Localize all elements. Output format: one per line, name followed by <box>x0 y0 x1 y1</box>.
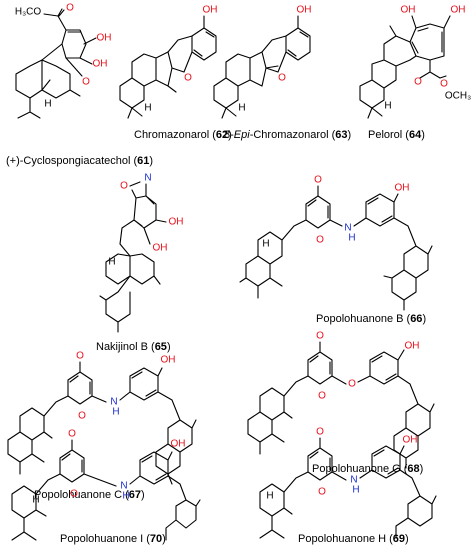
oh-label: OH <box>93 59 108 70</box>
nh-h: H <box>122 491 129 502</box>
quinone-o: O <box>316 235 324 246</box>
quinone-o: O <box>78 411 86 422</box>
nh-label: N <box>350 475 357 486</box>
h-label: H <box>44 99 51 110</box>
quinone-o: O <box>316 427 324 438</box>
n-label: N <box>144 173 151 184</box>
oh-label: OH <box>403 435 418 446</box>
structure-62: OH O H <box>119 5 218 119</box>
oh-label: OH <box>171 439 186 450</box>
quinone-o: O <box>76 351 84 362</box>
h-label: H <box>144 103 151 114</box>
oh-label: OH <box>451 5 466 16</box>
quinone-o: O <box>318 391 326 402</box>
ring-o: O <box>82 77 90 88</box>
caption-62: Chromazonarol (62) <box>134 129 232 141</box>
structure-63: OH O H <box>213 5 312 119</box>
ring-o: O <box>278 73 286 84</box>
structure-64: OH OH O O OCH₃ H <box>359 5 471 119</box>
structure-66: O O N H OH H <box>239 175 433 311</box>
structure-69: O O N H OH H <box>259 427 437 539</box>
oh-label: OH <box>169 217 184 228</box>
structure-67: O O N H OH <box>7 351 197 485</box>
quinone-o: O <box>314 175 322 186</box>
oh-label: OH <box>297 5 312 16</box>
caption-67: Popolohuanone C (67) <box>34 489 145 501</box>
h-label: H <box>266 491 273 502</box>
quinone-o: O <box>318 487 326 498</box>
nh-h: H <box>348 233 355 244</box>
h-label: H <box>108 257 115 268</box>
caption-66: Popolohuanone B (66) <box>316 313 426 325</box>
ring-o: O <box>120 181 128 192</box>
nh-h: H <box>112 407 119 418</box>
ester-label: H₃CO <box>15 7 42 18</box>
oh-label: OH <box>401 5 416 16</box>
h-label: H <box>384 101 391 112</box>
oh-label: OH <box>395 183 410 194</box>
caption-69: Popolohuanone H (69) <box>298 533 409 545</box>
carbonyl-o: O <box>66 3 74 14</box>
caption-68: Popolohuanone G (68) <box>312 463 423 475</box>
oh-label: OH <box>153 243 168 254</box>
ether-o: O <box>348 379 356 390</box>
och3-label: OCH₃ <box>445 91 471 102</box>
structure-70: O O N H OH H <box>11 429 201 541</box>
oh-label: OH <box>161 355 176 366</box>
nh-label: N <box>110 397 117 408</box>
structure-61: H₃CO O OH OH O H <box>15 3 112 119</box>
structure-68: O O O OH <box>247 331 435 469</box>
nh-h: H <box>352 485 359 496</box>
ester-o: O <box>440 79 448 90</box>
caption-65: Nakijinol B (65) <box>96 341 171 353</box>
nh-label: N <box>120 481 127 492</box>
ring-o: O <box>184 73 192 84</box>
caption-63: 8-Epi-Chromazonarol (63) <box>224 129 351 141</box>
structure-65: N O OH OH H <box>99 173 184 333</box>
carbonyl-o: O <box>414 77 422 88</box>
caption-70: Popolohuanone I (70) <box>60 533 166 545</box>
quinone-o: O <box>70 489 78 500</box>
h-label: H <box>238 103 245 114</box>
caption-64: Pelorol (64) <box>368 129 425 141</box>
oh-label: OH <box>405 341 420 352</box>
oh-label: OH <box>97 33 112 44</box>
nh-label: N <box>344 223 351 234</box>
caption-61: (+)-Cyclospongiacatechol (61) <box>6 155 153 167</box>
oh-label: OH <box>203 5 218 16</box>
quinone-o: O <box>68 429 76 440</box>
h-label: H <box>262 239 269 250</box>
h-label: H <box>32 495 39 506</box>
quinone-o: O <box>316 331 324 342</box>
